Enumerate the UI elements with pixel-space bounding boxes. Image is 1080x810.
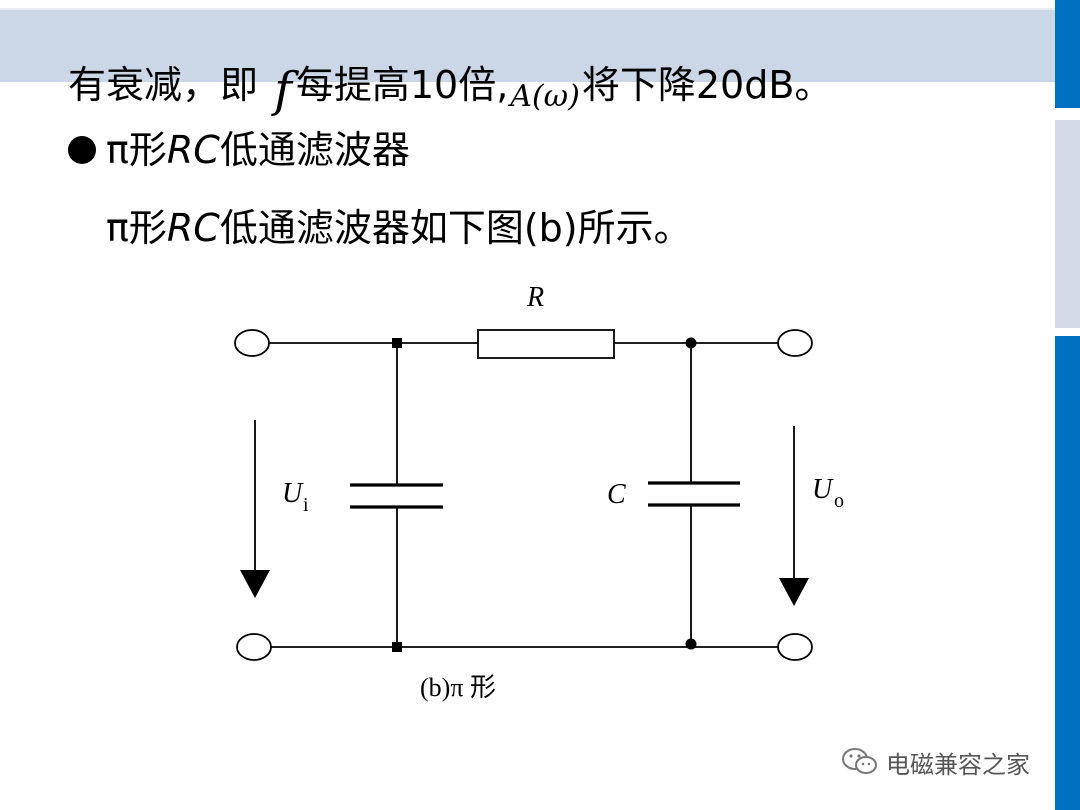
bullet-dot-icon [68,135,96,164]
wechat-icon [840,745,880,779]
header-line [0,8,1055,11]
right-bar-bottom-segment [1055,336,1080,810]
resistor-r [477,329,615,359]
input-terminal-bottom [236,633,272,661]
output-terminal-top [777,329,813,357]
heading-suffix: 低通滤波器 [219,128,410,172]
watermark: 电磁兼容之家 [840,742,1030,782]
label-uo-main: U [812,474,834,505]
right-decoration-bar [1055,0,1080,810]
label-ui-main: U [282,478,304,509]
right-bar-gap [1055,108,1080,120]
bullet-heading: π形RC低通滤波器 [68,128,410,172]
desc-prefix: π形 [106,206,167,250]
desc-rc: RC [166,206,220,250]
heading-rc: RC [166,128,220,172]
line1-text-c: 将下降20dB。 [581,63,833,107]
circuit-caption: (b)π 形 [420,673,496,702]
label-capacitor: C [607,479,626,510]
input-terminal-top [234,329,270,357]
heading-prefix: π形 [106,128,167,172]
output-terminal-bottom [777,633,813,661]
junction-top-left [392,338,402,348]
junction-top-right [685,337,697,349]
desc-suffix: 低通滤波器如下图(b)所示。 [219,206,692,250]
watermark-text: 电磁兼容之家 [886,750,1030,779]
label-uo-sub: o [834,490,844,512]
line1-text-a: 有衰减，即 [68,63,271,107]
line1-text-b: 每提高10倍, [295,63,509,107]
frequency-symbol: f [274,62,292,118]
junction-bottom-left [392,642,402,652]
right-bar-top-segment [1055,0,1080,108]
ui-arrow-head [240,570,270,598]
header-band [0,10,1055,82]
right-bar-middle-segment [1055,120,1080,328]
label-ui-sub: i [303,494,309,516]
uo-arrow-head [779,578,809,606]
label-resistor: R [526,282,544,313]
amplitude-symbol: A(ω) [510,79,580,114]
description-line: π形RC低通滤波器如下图(b)所示。 [106,206,692,250]
junction-bottom-right [685,638,697,650]
